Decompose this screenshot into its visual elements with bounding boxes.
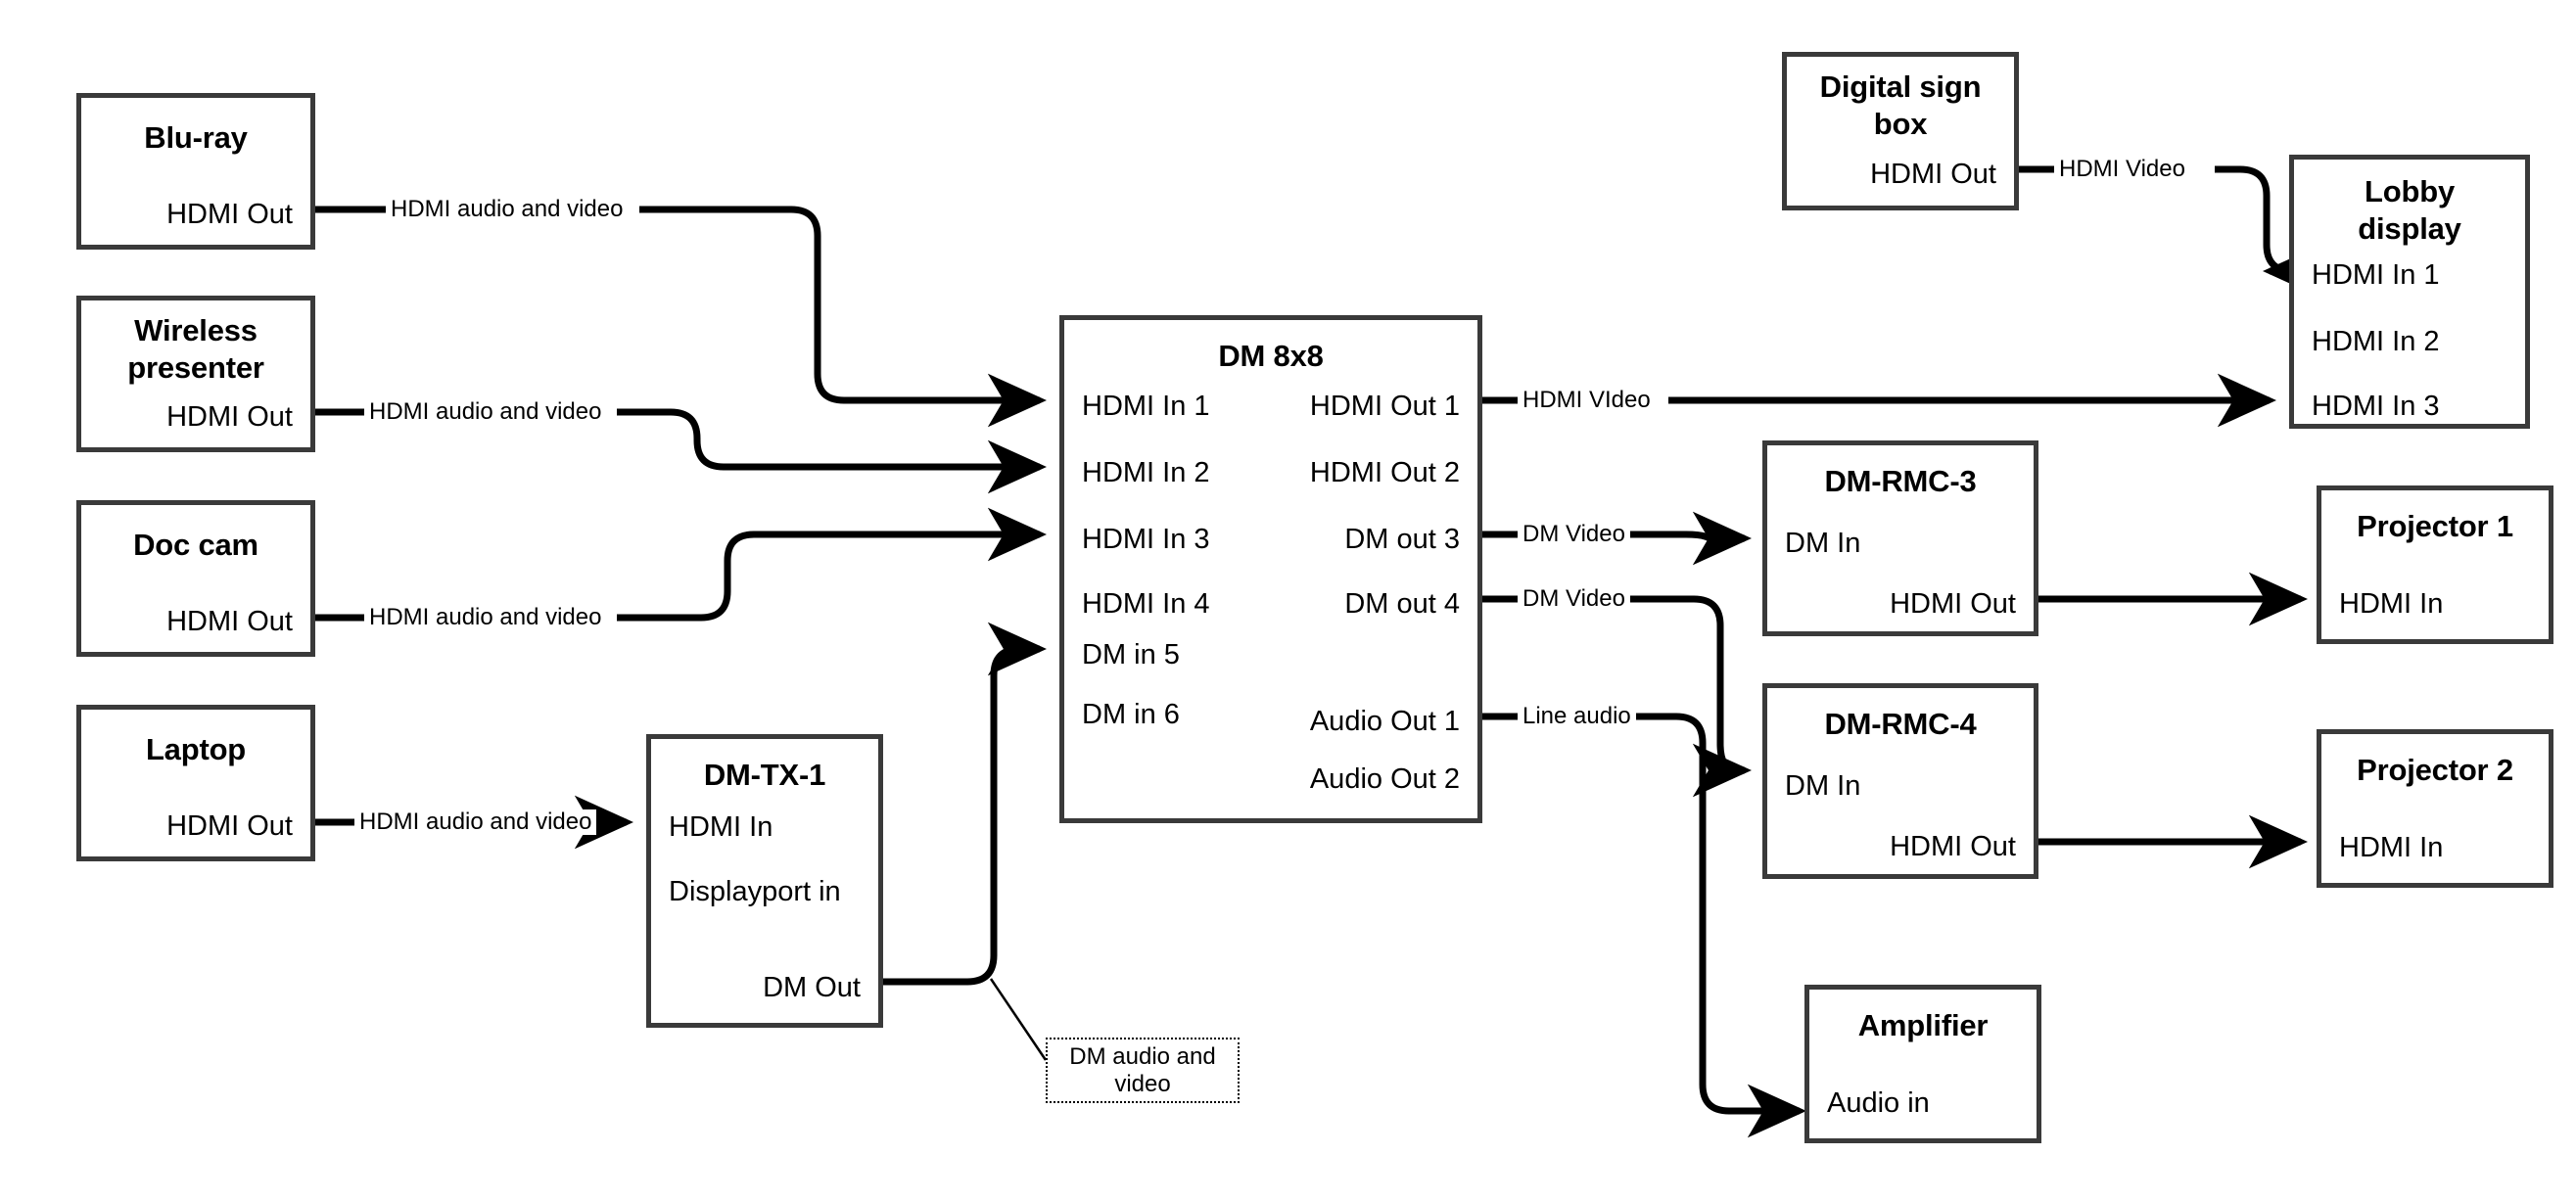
node-title-line1: Lobby xyxy=(2365,174,2455,208)
port-hdmi-in-3[interactable]: HDMI In 3 xyxy=(1082,524,1210,555)
wire-label-dm-video-3: DM Video xyxy=(1518,522,1630,547)
port-dm-in-5[interactable]: DM in 5 xyxy=(1082,639,1180,670)
node-title: Doc cam xyxy=(133,528,258,562)
wire-label-dm-video-4: DM Video xyxy=(1518,586,1630,612)
wire-label-hdmi-av-4: HDMI audio and video xyxy=(354,809,597,835)
node-title: Projector 1 xyxy=(2357,509,2513,543)
node-title-line2: box xyxy=(1873,107,1928,141)
wire-label-hdmi-video-out1: HDMI VIdeo xyxy=(1518,388,1656,413)
node-dm-tx-1[interactable]: DM-TX-1 HDMI In Displayport in DM Out xyxy=(646,734,883,1028)
port-audio-in[interactable]: Audio in xyxy=(1827,1087,1930,1119)
wire-label-hdmi-av-3: HDMI audio and video xyxy=(364,605,607,630)
port-dm-out[interactable]: DM Out xyxy=(763,972,861,1003)
node-title-line2: display xyxy=(2358,211,2461,246)
node-blu-ray[interactable]: Blu-ray HDMI Out xyxy=(76,93,315,250)
callout-dm-audio-and-video: DM audio and video xyxy=(1046,1038,1240,1103)
node-dm-8x8[interactable]: DM 8x8 HDMI In 1 HDMI In 2 HDMI In 3 HDM… xyxy=(1059,315,1482,823)
port-hdmi-in-4[interactable]: HDMI In 4 xyxy=(1082,588,1210,620)
node-wireless-presenter[interactable]: Wireless presenter HDMI Out xyxy=(76,296,315,452)
node-doc-cam[interactable]: Doc cam HDMI Out xyxy=(76,500,315,657)
port-hdmi-in[interactable]: HDMI In xyxy=(669,811,773,843)
port-dm-out-3[interactable]: DM out 3 xyxy=(1344,524,1460,555)
port-displayport-in[interactable]: Displayport in xyxy=(669,876,841,907)
node-lobby-display[interactable]: Lobby display HDMI In 1 HDMI In 2 HDMI I… xyxy=(2289,155,2530,429)
callout-leader-line xyxy=(989,978,1048,1061)
port-dm-out-4[interactable]: DM out 4 xyxy=(1344,588,1460,620)
node-projector-1[interactable]: Projector 1 HDMI In xyxy=(2317,485,2553,644)
port-hdmi-in[interactable]: HDMI In xyxy=(2339,832,2444,863)
port-hdmi-out[interactable]: HDMI Out xyxy=(166,810,293,842)
wire-dmtx-to-dm8x8 xyxy=(883,622,1048,986)
node-title-line1: Wireless xyxy=(134,313,258,347)
node-title: DM-RMC-4 xyxy=(1824,707,1977,741)
node-title: Projector 2 xyxy=(2357,753,2513,787)
node-dm-rmc-3[interactable]: DM-RMC-3 DM In HDMI Out xyxy=(1762,440,2038,636)
wire-label-hdmi-video-signbox: HDMI Video xyxy=(2054,157,2190,182)
port-dm-in[interactable]: DM In xyxy=(1785,770,1861,802)
node-title-line2: presenter xyxy=(127,350,264,385)
wire-wireless-to-dm8x8 xyxy=(315,412,1040,467)
port-hdmi-out[interactable]: HDMI Out xyxy=(1890,831,2016,862)
callout-text: DM audio and video xyxy=(1069,1042,1216,1097)
port-lobby-hdmi-in-2[interactable]: HDMI In 2 xyxy=(2312,326,2440,357)
port-hdmi-out[interactable]: HDMI Out xyxy=(166,606,293,637)
node-title: DM-TX-1 xyxy=(703,758,826,792)
wire-doccam-to-dm8x8 xyxy=(315,534,1040,622)
node-projector-2[interactable]: Projector 2 HDMI In xyxy=(2317,729,2553,888)
port-hdmi-in-2[interactable]: HDMI In 2 xyxy=(1082,457,1210,488)
wire-dm8x8-dmout4-to-rmc4 xyxy=(1482,595,1745,770)
wire-label-hdmi-av-1: HDMI audio and video xyxy=(386,197,629,222)
wire-label-hdmi-av-2: HDMI audio and video xyxy=(364,399,607,425)
node-amplifier[interactable]: Amplifier Audio in xyxy=(1804,985,2041,1143)
port-lobby-hdmi-in-1[interactable]: HDMI In 1 xyxy=(2312,259,2440,291)
node-digital-sign-box[interactable]: Digital sign box HDMI Out xyxy=(1782,52,2019,210)
port-lobby-hdmi-in-3[interactable]: HDMI In 3 xyxy=(2312,391,2440,422)
wire-dm8x8-audioout1-to-amplifier xyxy=(1482,713,1800,1111)
wire-dm8x8-dmout3-to-rmc3 xyxy=(1482,530,1745,543)
node-dm-rmc-4[interactable]: DM-RMC-4 DM In HDMI Out xyxy=(1762,683,2038,879)
port-hdmi-out[interactable]: HDMI Out xyxy=(166,401,293,433)
port-hdmi-out[interactable]: HDMI Out xyxy=(1870,159,1996,190)
node-title: DM 8x8 xyxy=(1218,339,1324,373)
port-hdmi-in-1[interactable]: HDMI In 1 xyxy=(1082,391,1210,422)
node-title: Laptop xyxy=(145,732,247,766)
port-hdmi-out-2[interactable]: HDMI Out 2 xyxy=(1309,457,1460,488)
node-title: Amplifier xyxy=(1857,1008,1989,1042)
port-dm-in-6[interactable]: DM in 6 xyxy=(1082,699,1180,730)
port-hdmi-out[interactable]: HDMI Out xyxy=(166,199,293,230)
wire-bluray-to-dm8x8 xyxy=(315,206,1040,400)
port-hdmi-out[interactable]: HDMI Out xyxy=(1890,588,2016,620)
node-laptop[interactable]: Laptop HDMI Out xyxy=(76,705,315,861)
port-dm-in[interactable]: DM In xyxy=(1785,528,1861,559)
port-audio-out-1[interactable]: Audio Out 1 xyxy=(1309,706,1460,737)
port-hdmi-out-1[interactable]: HDMI Out 1 xyxy=(1309,391,1460,422)
node-title: DM-RMC-3 xyxy=(1824,464,1977,498)
wire-signbox-to-lobby xyxy=(2019,165,2293,271)
node-title: Blu-ray xyxy=(144,120,248,155)
wire-label-line-audio: Line audio xyxy=(1518,704,1636,729)
node-title-line1: Digital sign xyxy=(1819,69,1982,104)
port-audio-out-2[interactable]: Audio Out 2 xyxy=(1309,763,1460,795)
port-hdmi-in[interactable]: HDMI In xyxy=(2339,588,2444,620)
